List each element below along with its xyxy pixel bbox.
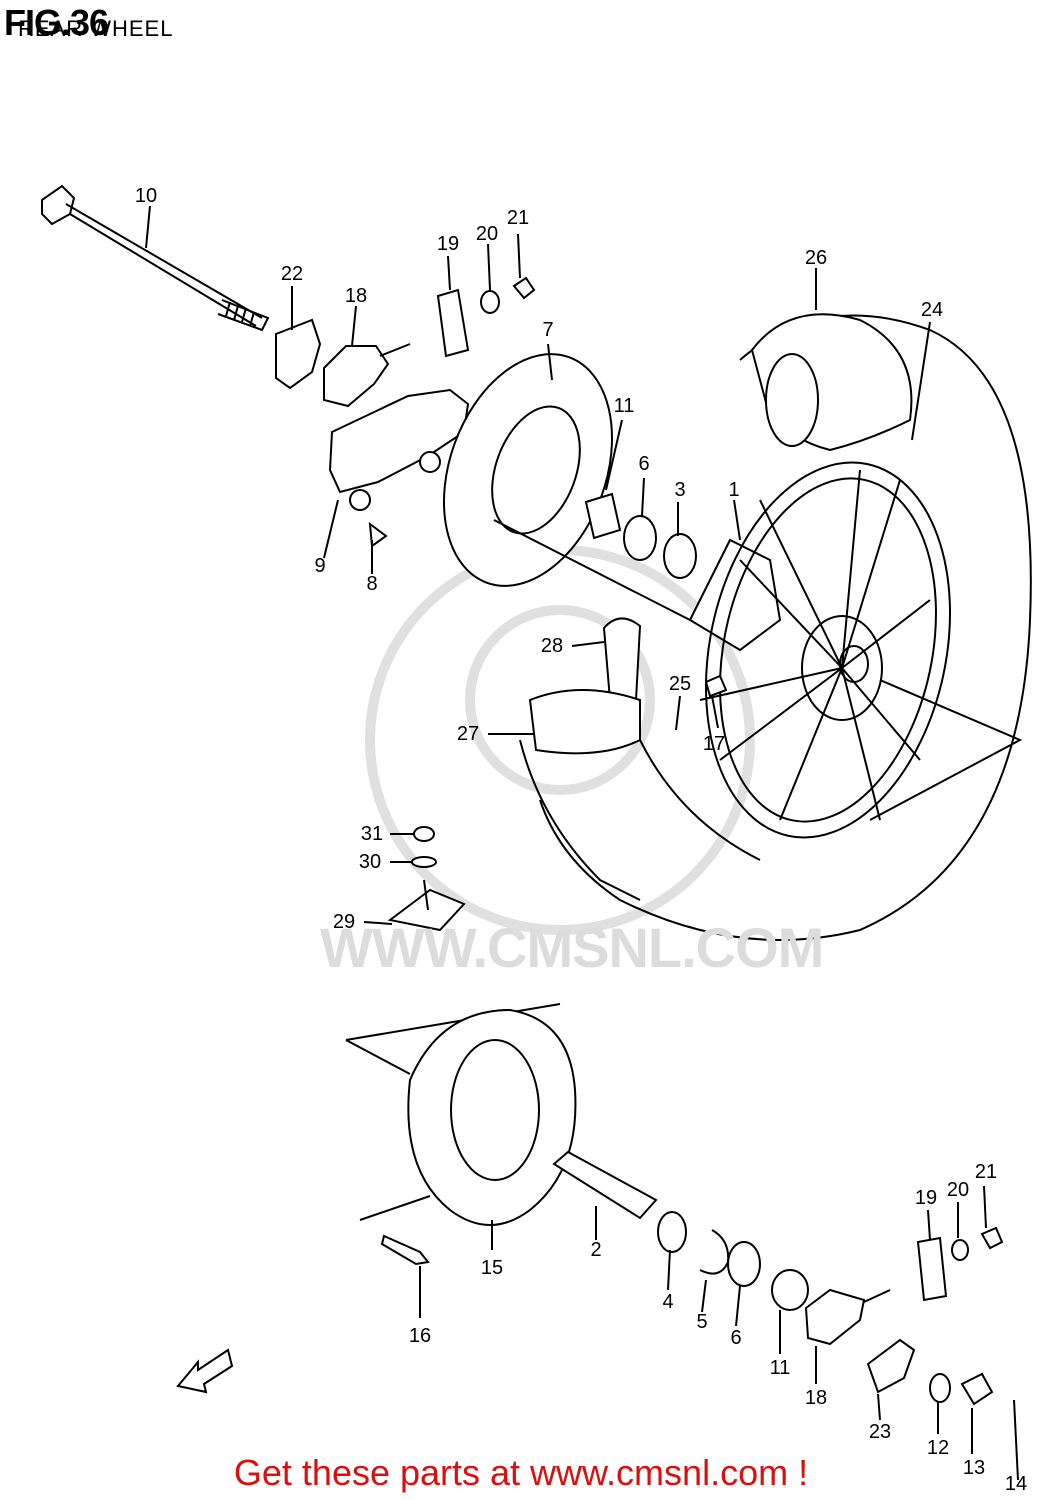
brake-disc: [442, 353, 614, 587]
callout-4: 4: [662, 1291, 674, 1313]
callout-23: 23: [868, 1421, 892, 1443]
chain-adjuster-plate: [275, 318, 322, 390]
callout-28: 28: [540, 635, 564, 657]
callout-6b: 6: [730, 1327, 742, 1349]
callout-11b: 11: [769, 1357, 791, 1379]
callout-7: 7: [542, 319, 554, 341]
rim-band: [528, 689, 641, 755]
callout-6: 6: [638, 453, 650, 475]
tire: [539, 314, 1032, 941]
callout-25: 25: [668, 673, 692, 695]
callout-29: 29: [332, 911, 356, 933]
callout-2: 2: [590, 1239, 602, 1261]
callout-13: 13: [962, 1457, 986, 1479]
callout-18b: 18: [804, 1387, 828, 1409]
callout-20b: 20: [946, 1179, 970, 1201]
chain-adjuster-block: [323, 345, 390, 408]
callout-21b: 21: [974, 1161, 998, 1183]
callout-14: 14: [1004, 1473, 1028, 1495]
callout-22: 22: [280, 263, 304, 285]
figure-subtitle: REAR WHEEL: [18, 16, 174, 41]
caliper-bracket: [328, 388, 470, 494]
axle-part: [41, 184, 270, 332]
callout-26: 26: [804, 247, 828, 269]
callout-18: 18: [344, 285, 368, 307]
callout-21: 21: [506, 207, 530, 229]
callout-20: 20: [475, 223, 499, 245]
footer-link-text[interactable]: Get these parts at www.cmsnl.com !: [233, 1452, 809, 1493]
figure-number: FIG.36: [4, 2, 109, 43]
callout-31: 31: [360, 823, 384, 845]
callout-24: 24: [920, 299, 944, 321]
callout-8: 8: [366, 573, 378, 595]
callout-5: 5: [696, 1311, 708, 1333]
callout-15: 15: [480, 1257, 504, 1279]
callout-27: 27: [456, 723, 480, 745]
callout-19: 19: [436, 233, 460, 255]
callout-12: 12: [926, 1437, 950, 1459]
wheel-rim: [699, 461, 951, 839]
callout-9: 9: [314, 555, 326, 577]
callout-11: 11: [613, 395, 635, 417]
callout-19b: 19: [914, 1187, 938, 1209]
callout-1: 1: [728, 479, 740, 501]
callout-16: 16: [408, 1325, 432, 1347]
watermark-text: WWW.CMSNL.COM: [320, 916, 824, 979]
callout-17: 17: [702, 733, 726, 755]
callout-30: 30: [358, 851, 382, 873]
callout-3: 3: [674, 479, 686, 501]
callout-10: 10: [134, 185, 158, 207]
forward-arrow-icon: [176, 1348, 234, 1394]
rear-sprocket: [407, 1008, 577, 1226]
